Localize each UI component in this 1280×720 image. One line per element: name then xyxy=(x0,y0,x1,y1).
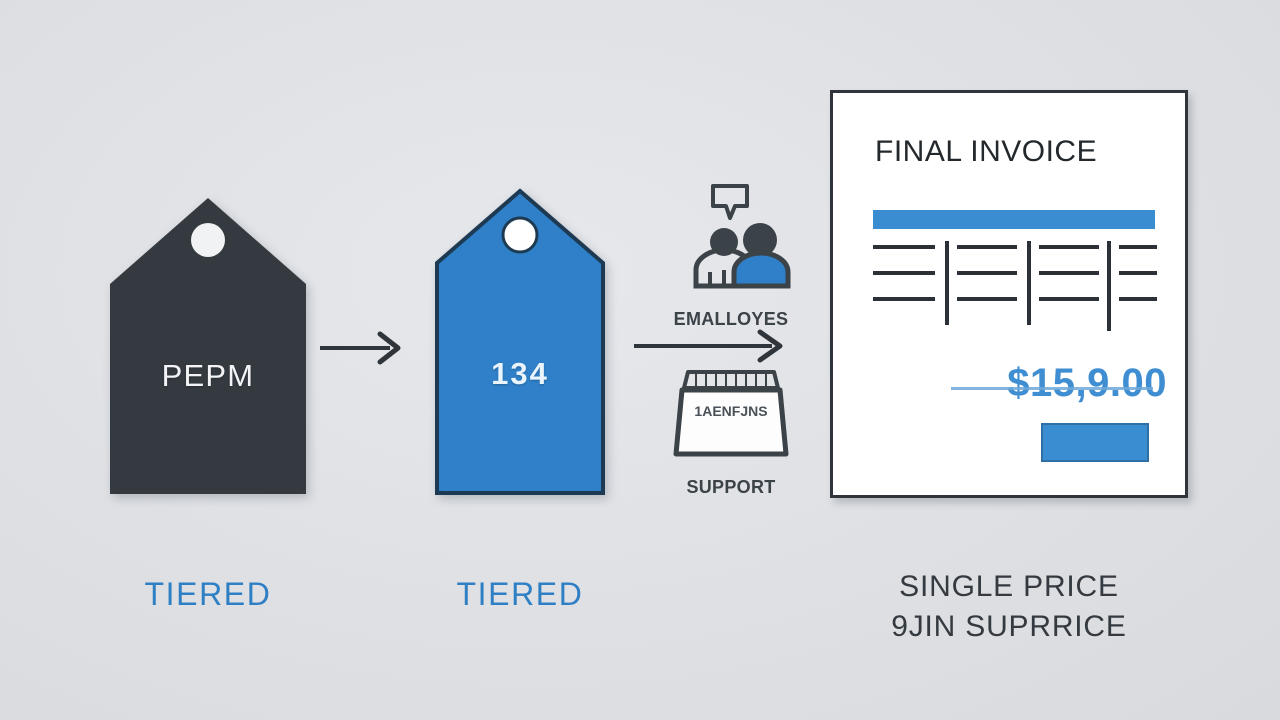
icon-caption-support: SUPPORT xyxy=(686,477,776,497)
price-tag-count-label: 134 xyxy=(491,356,549,391)
caption-invoice-line2: 9JIN SUPRRICE xyxy=(891,610,1127,643)
price-tag-shape-dark xyxy=(110,198,306,494)
arrow-icon-2 xyxy=(634,329,783,363)
icon-caption-employees: EMALLOYES xyxy=(673,309,789,329)
price-tag-pepm-label: PEPM xyxy=(161,358,255,393)
price-tag-shape-blue xyxy=(435,188,605,495)
support-box-icon: 1AENFJNS xyxy=(673,370,789,457)
price-tag-pepm: PEPM xyxy=(108,196,308,496)
final-invoice-panel: FINAL INVOICE $15,9.00 xyxy=(830,90,1188,498)
caption-invoice-line1: SINGLE PRICE xyxy=(899,570,1119,603)
arrow-right-2 xyxy=(632,328,792,364)
caption-tag-1: TIERED xyxy=(144,576,272,612)
invoice-table xyxy=(873,241,1157,339)
price-tag-count: 134 xyxy=(434,188,606,496)
icon-block-employees: EMALLOYES xyxy=(652,182,810,330)
invoice-total-value: $15,9.00 xyxy=(1007,361,1167,405)
caption-tag-2: TIERED xyxy=(456,576,584,612)
invoice-header-bar xyxy=(873,210,1155,229)
invoice-action-button[interactable] xyxy=(1041,423,1149,462)
caption-invoice: SINGLE PRICE 9JIN SUPRRICE xyxy=(830,570,1188,644)
arrow-right-1 xyxy=(318,330,410,366)
arrow-icon-1 xyxy=(320,331,401,365)
invoice-title: FINAL INVOICE xyxy=(875,135,1098,168)
invoice-total-amount: $15,9.00 xyxy=(833,361,1167,406)
invoice-total-strike xyxy=(951,387,1153,390)
icon-block-support: 1AENFJNS SUPPORT xyxy=(652,366,810,498)
support-box-text: 1AENFJNS xyxy=(694,403,767,419)
people-with-speech-bubble-icon xyxy=(693,184,791,289)
